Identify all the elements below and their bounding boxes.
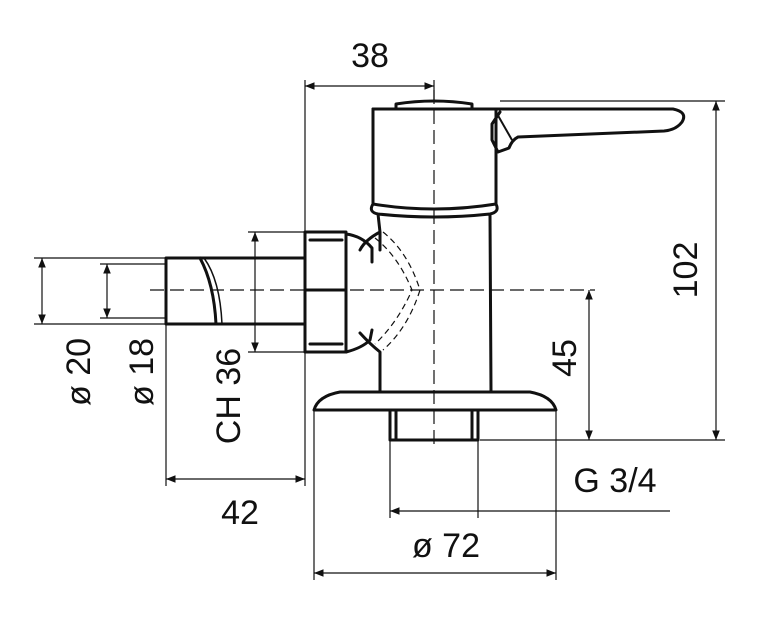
dim-outlet-height: 45: [546, 339, 584, 377]
hex-nut: [303, 230, 348, 354]
handle-cylinder: [371, 107, 498, 211]
dim-inlet-length: 42: [221, 494, 259, 532]
body-column: [358, 202, 499, 394]
dimension-lines: [34, 80, 725, 580]
dim-total-height: 102: [667, 242, 705, 299]
lever-handle: [371, 107, 686, 154]
dim-top-width: 38: [351, 37, 389, 75]
dim-flange-diameter: ø 72: [412, 527, 480, 565]
dim-thread: G 3/4: [573, 462, 656, 500]
dim-hex-size: CH 36: [210, 348, 248, 444]
dim-diameter-18: ø 18: [123, 338, 161, 406]
flange: [312, 390, 558, 412]
center-lines: [150, 90, 595, 450]
dim-diameter-20: ø 20: [60, 338, 98, 406]
inlet-pipe: [164, 256, 307, 326]
dimension-labels: 38 102 45 ø 20 ø 18 CH 36 42 G 3/4 ø 72: [60, 37, 705, 565]
